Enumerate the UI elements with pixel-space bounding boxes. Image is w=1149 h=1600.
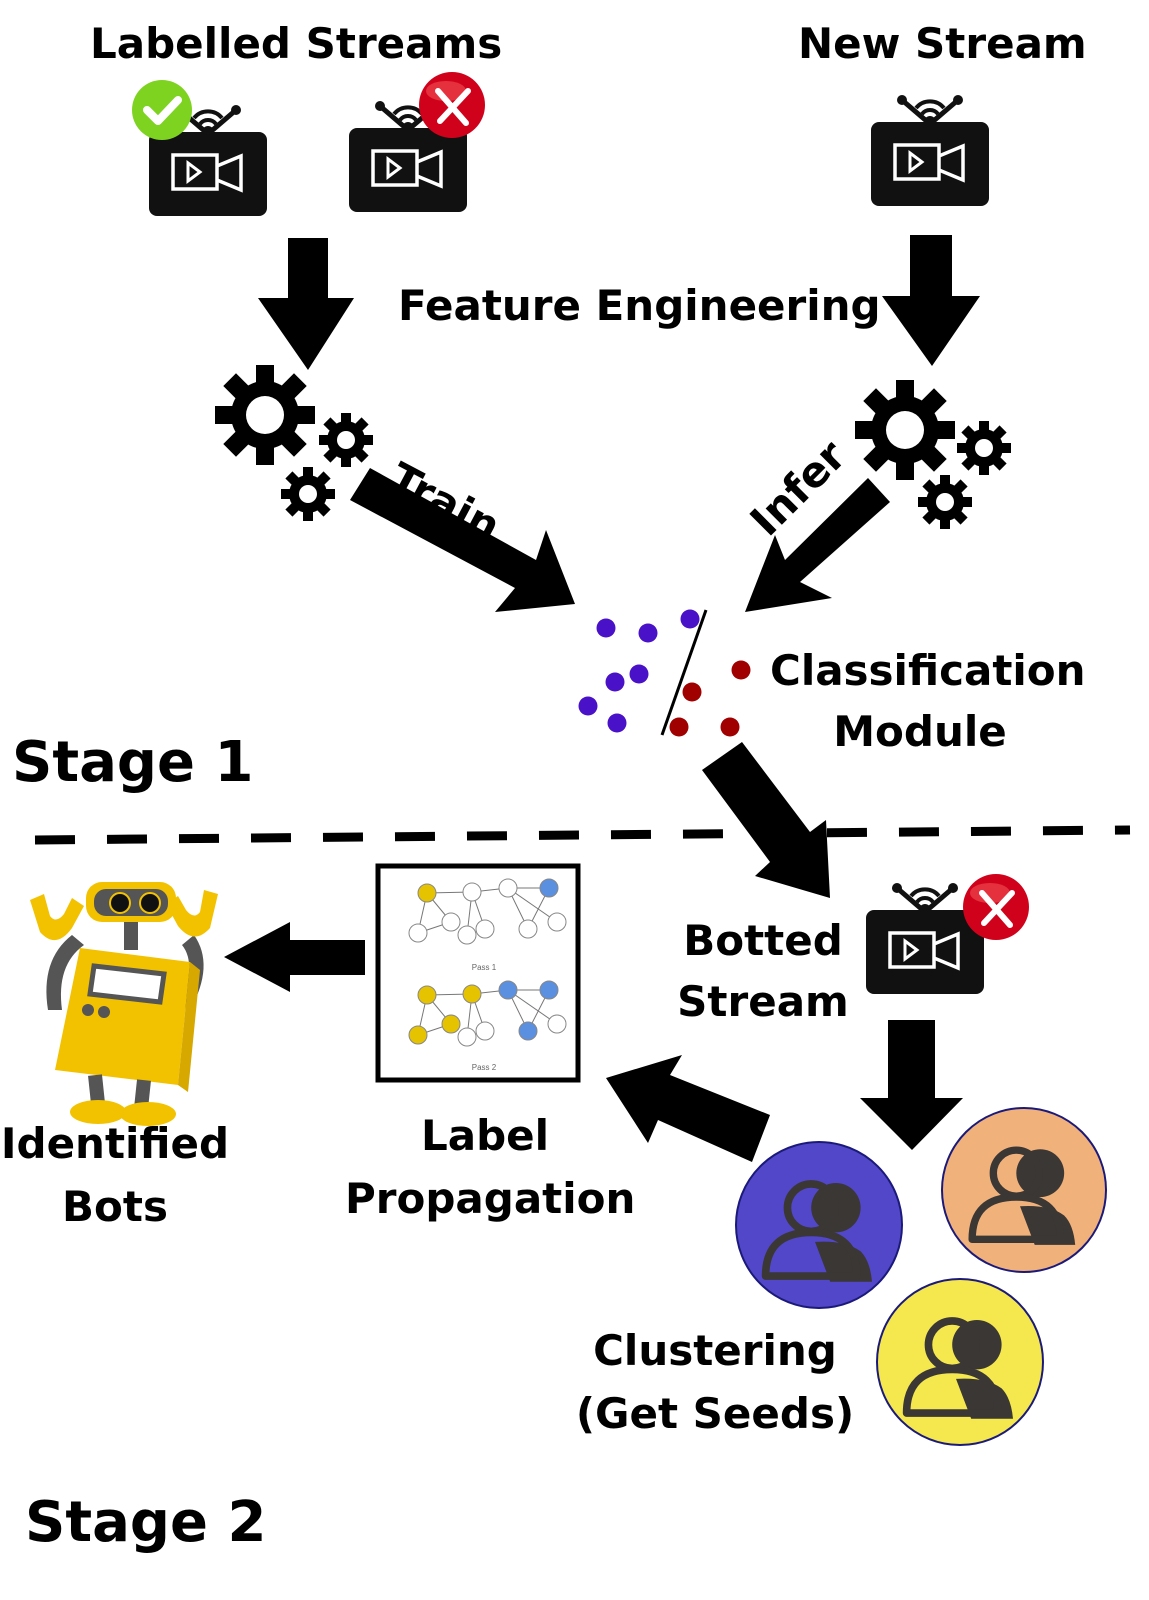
new-stream-title: New Stream — [798, 19, 1087, 68]
class-a-point — [578, 696, 598, 716]
labelled-streams-title: Labelled Streams — [90, 19, 503, 68]
pass-1-label: Pass 1 — [472, 963, 497, 972]
class-b-point — [731, 660, 751, 680]
graph-node — [498, 878, 518, 898]
graph-node — [408, 1025, 428, 1045]
botted-line-2: Stream — [677, 976, 849, 1026]
graph-node — [462, 882, 482, 902]
label-prop-line-2: Propagation — [345, 1173, 636, 1223]
label-prop-line-1: Label — [420, 1111, 550, 1160]
graph-node — [462, 984, 482, 1004]
classification-scatter — [578, 609, 751, 737]
class-b-point — [669, 717, 689, 737]
label-propagation-label: Label Propagation — [345, 1110, 636, 1225]
identified-line-2: Bots — [62, 1181, 168, 1231]
clustering-line-1: Clustering — [593, 1326, 837, 1375]
graph-node — [518, 919, 538, 939]
propagation-to-robot-arrow-icon — [224, 922, 365, 992]
classification-line-1: Classification — [770, 646, 1086, 695]
botted-stream-label: Botted Stream — [668, 915, 858, 1028]
graph-node — [441, 912, 461, 932]
classification-module-label: Classification Module — [770, 645, 1086, 758]
graph-node — [441, 1014, 461, 1034]
graph-node — [539, 878, 559, 898]
class-a-point — [596, 618, 616, 638]
botted-to-cluster-arrow-icon — [860, 1020, 963, 1150]
graph-node — [408, 923, 428, 943]
cluster-to-propagation-arrow-icon — [606, 1055, 770, 1162]
pass-2-label: Pass 2 — [472, 1063, 497, 1072]
classification-line-2: Module — [833, 706, 1007, 756]
down-arrow-right-icon — [882, 235, 980, 366]
botted-x-badge-icon — [963, 874, 1029, 940]
cluster-orange-icon — [941, 1107, 1107, 1273]
cluster-blue-icon — [735, 1141, 903, 1309]
identified-line-1: Identified — [0, 1119, 230, 1168]
robot-icon — [30, 882, 218, 1126]
graph-node — [475, 1021, 495, 1041]
clustering-label: Clustering (Get Seeds) — [575, 1325, 855, 1440]
graph-node — [457, 925, 477, 945]
down-arrow-left-icon — [258, 238, 354, 370]
check-badge-icon — [132, 80, 192, 140]
stage-2-label: Stage 2 — [25, 1490, 267, 1555]
feature-engineering-label: Feature Engineering — [398, 281, 881, 330]
label-propagation-panel: Pass 1 Pass 2 — [375, 863, 581, 1083]
graph-edge — [507, 989, 558, 1025]
graph-node — [518, 1021, 538, 1041]
class-b-point — [720, 717, 740, 737]
x-badge-icon — [419, 72, 485, 138]
graph-node — [457, 1027, 477, 1047]
stage-1-label: Stage 1 — [12, 730, 254, 795]
new-stream-icon — [871, 95, 989, 206]
graph-node — [417, 883, 437, 903]
class-a-point — [629, 664, 649, 684]
class-a-point — [605, 672, 625, 692]
identified-bots-label: Identified Bots — [0, 1118, 230, 1233]
graph-node — [547, 912, 567, 932]
infer-arrow-icon — [745, 478, 890, 612]
graph-edge — [507, 887, 558, 923]
cluster-yellow-icon — [876, 1278, 1044, 1446]
graph-node — [475, 919, 495, 939]
graph-node — [498, 980, 518, 1000]
class-a-point — [680, 609, 700, 629]
class-a-point — [607, 713, 627, 733]
clustering-line-2: (Get Seeds) — [575, 1388, 855, 1438]
graph-node — [547, 1014, 567, 1034]
graph-node — [539, 980, 559, 1000]
botted-line-1: Botted — [683, 916, 843, 965]
class-b-point — [682, 682, 702, 702]
train-arrow-icon — [350, 468, 575, 612]
classification-to-botted-arrow-icon — [702, 742, 830, 898]
decision-boundary — [660, 609, 708, 736]
stage-divider — [34, 825, 1131, 845]
graph-node — [417, 985, 437, 1005]
gears-left-icon — [215, 365, 373, 521]
class-a-point — [638, 623, 658, 643]
